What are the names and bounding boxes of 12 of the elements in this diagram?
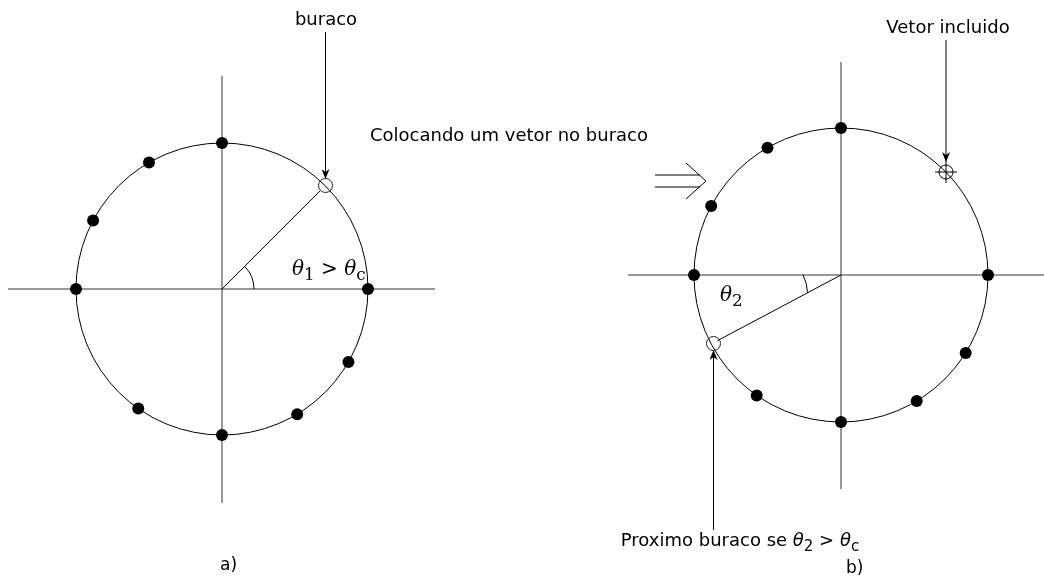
arrow <box>709 350 718 531</box>
angle-label: θ$_{1}$ > θ$_{c}$ <box>292 258 366 284</box>
panel-label: a) <box>220 556 238 573</box>
arrow <box>321 31 330 179</box>
annotation-text: buraco <box>292 6 360 32</box>
angle-label: θ$_{2}$ <box>720 284 743 310</box>
crosshair-circle <box>935 161 957 183</box>
caption-text: Colocando um vetor no buraco <box>370 126 648 144</box>
arrow <box>942 39 950 162</box>
annotation-text: Proximo buraco se θ$_{2}$ > θ$_{c}$ <box>602 530 878 554</box>
annotation-text: Vetor incluido <box>880 14 1016 40</box>
panel-label: b) <box>846 559 864 576</box>
